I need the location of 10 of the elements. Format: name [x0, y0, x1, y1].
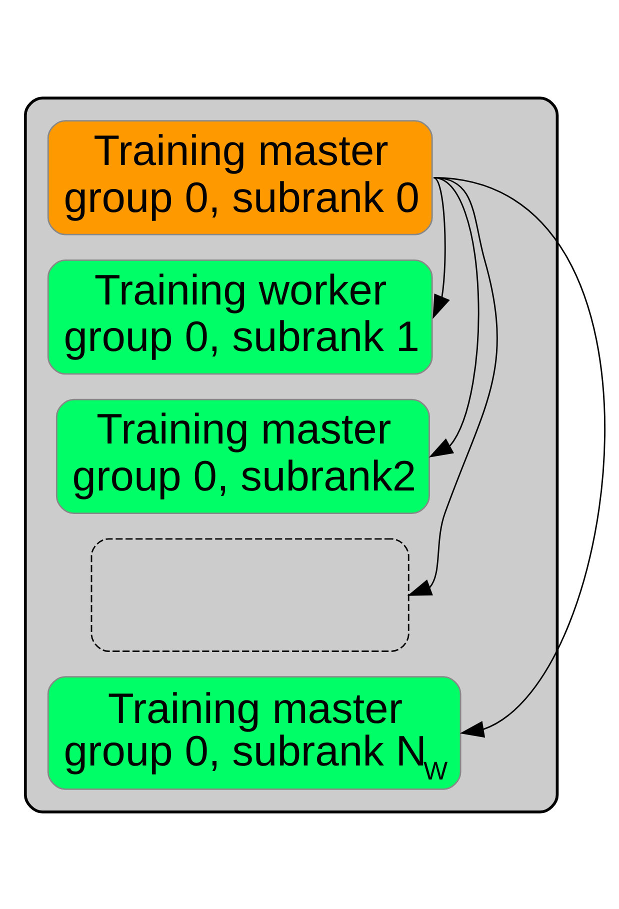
node-box: Training worker group 0, subrank 1 [47, 258, 433, 374]
arrow [428, 176, 480, 457]
node-box [90, 538, 410, 652]
node-box: Training master group 0, subrank N$_{W}$ [47, 676, 462, 790]
arrow [407, 176, 498, 596]
arrow [433, 176, 606, 738]
arrow [432, 176, 450, 319]
node-box: Training master group 0, subrank 0 [47, 120, 433, 235]
cluster [24, 96, 559, 813]
node-box: Training master group 0, subrank2 [56, 398, 430, 514]
